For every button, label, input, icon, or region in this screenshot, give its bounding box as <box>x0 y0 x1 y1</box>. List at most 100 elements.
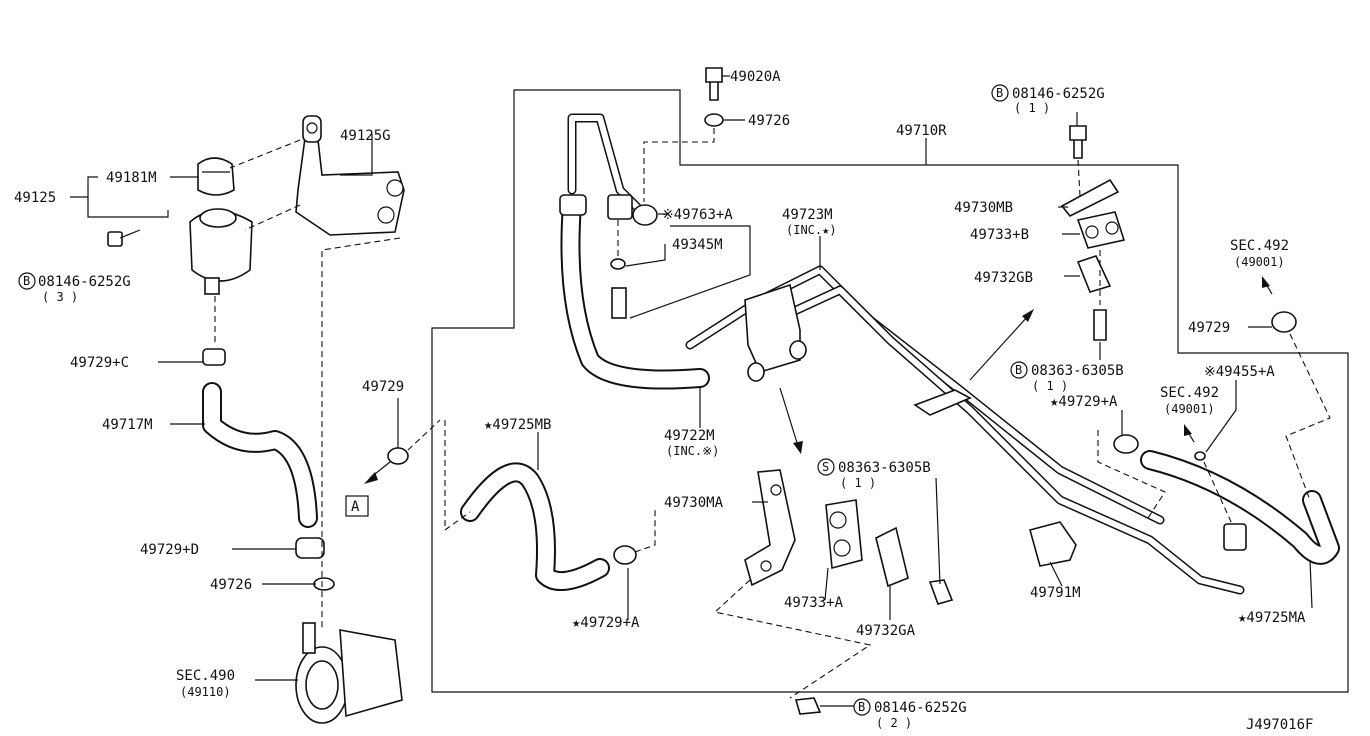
part-label-49730ma: 49730MA <box>664 495 724 511</box>
bolt-qty: ( 2 ) <box>876 716 912 730</box>
clip-icon <box>1113 434 1139 454</box>
o-ring-icon <box>610 258 626 270</box>
return-hose-ma <box>1140 450 1340 565</box>
circle-letter: B <box>23 274 30 288</box>
part-label-49730mb: 49730MB <box>954 200 1013 216</box>
hose-fitting <box>607 194 633 220</box>
clamp-hole <box>1105 221 1119 235</box>
part-label-49763a: ※49763+A <box>662 207 733 223</box>
arrow-line <box>779 387 799 447</box>
dash-bolt-bracket <box>1077 159 1081 197</box>
line-junction-block <box>744 283 807 382</box>
part-inc-49722m: (INC.※) <box>666 444 719 458</box>
bolt-label: 08146-6252G <box>38 274 131 290</box>
dash-clip-return <box>1285 333 1331 501</box>
section-sub: (49110) <box>180 685 231 699</box>
clip-icon <box>387 447 409 465</box>
bolt-label: 08363-6305B <box>1031 363 1124 379</box>
bolt-qty: ( 1 ) <box>840 476 876 490</box>
circle-letter: S <box>822 460 829 474</box>
reservoir-bracket <box>295 115 405 236</box>
bolt-qty: ( 3 ) <box>42 290 78 304</box>
section-label: SEC.492 <box>1230 238 1289 254</box>
diagram-id: J497016F <box>1246 717 1313 733</box>
dash-left-vertical <box>321 237 401 628</box>
part-label-49729c: 49729+C <box>70 355 129 371</box>
circle-letter: B <box>996 86 1003 100</box>
part-label-49726: 49726 <box>210 577 252 593</box>
part-label-49125g: 49125G <box>340 128 391 144</box>
arrow-head-icon <box>1262 276 1270 288</box>
bolt-icon <box>107 229 141 247</box>
circle-letter: B <box>858 700 865 714</box>
bracket-49730mb <box>1060 178 1120 218</box>
view-a-label: A <box>351 499 360 515</box>
part-label-49733b: 49733+B <box>970 227 1029 243</box>
part-label-49125: 49125 <box>14 190 56 206</box>
dash-bracket-bolt <box>713 579 872 699</box>
clamp-49791m <box>1029 521 1077 567</box>
part-label-49729a: ★49729+A <box>1050 394 1118 410</box>
part-label-49733a: 49733+A <box>784 595 844 611</box>
part-label-49729a: ★49729+A <box>572 615 640 631</box>
bolt-qty: ( 1 ) <box>1014 101 1050 115</box>
clamp-icon <box>295 537 325 559</box>
clamp-49733a <box>825 499 863 570</box>
suction-hose <box>202 382 318 528</box>
clamp-icon <box>202 348 226 366</box>
circle-b-icon <box>1010 361 1028 379</box>
arrow-head-icon <box>1022 309 1034 322</box>
dash-oring-fitting <box>1203 461 1233 525</box>
circle-b-icon <box>853 698 871 716</box>
circle-b-icon <box>991 84 1009 102</box>
part-label-49732ga: 49732GA <box>856 623 916 639</box>
bolt-icon <box>794 697 822 715</box>
part-label-49345m: 49345M <box>672 237 723 253</box>
dash-bracket-reservoir <box>229 139 301 231</box>
o-ring-icon <box>1194 451 1206 461</box>
clamp-hole <box>1085 225 1099 239</box>
reservoir-cap <box>197 157 235 196</box>
washer-icon <box>704 113 724 127</box>
bracket-49732gb <box>1076 255 1112 293</box>
clamp-49733b <box>1076 211 1126 249</box>
part-label-49723m: 49723M <box>782 207 833 223</box>
fitting-nut <box>632 204 658 226</box>
part-label-49725ma: ★49725MA <box>1238 610 1306 626</box>
hose-fitting <box>559 194 587 216</box>
pressure-hose <box>560 195 710 390</box>
part-inc-49723m: (INC.★) <box>786 223 837 237</box>
arrow-line <box>969 315 1029 381</box>
dash-bolt-fitting <box>643 128 715 202</box>
part-label-49710r: 49710R <box>896 123 947 139</box>
clip-icon <box>613 545 637 565</box>
arrow-head-icon <box>793 441 803 454</box>
bolt-qty: ( 1 ) <box>1032 379 1068 393</box>
circle-s-icon <box>817 458 835 476</box>
leader-lines <box>70 75 1313 707</box>
part-label-49732gb: 49732GB <box>974 270 1033 286</box>
assembly-boundary <box>431 89 1349 693</box>
steering-pump <box>295 622 403 724</box>
part-label-49729d: 49729+D <box>140 542 199 558</box>
part-label-49455a: ※49455+A <box>1204 364 1275 380</box>
bolt-icon <box>1069 125 1087 159</box>
view-a-box <box>345 495 369 517</box>
washer-icon <box>313 577 335 591</box>
dash-mb-clip <box>444 420 656 553</box>
section-label: SEC.492 <box>1160 385 1219 401</box>
section-sub: (49001) <box>1234 255 1285 269</box>
part-label-49726: 49726 <box>748 113 790 129</box>
bolt-label: 08363-6305B <box>838 460 931 476</box>
line-clamp-mid <box>913 389 972 416</box>
bolt-icon <box>928 579 954 605</box>
clip-icon <box>1271 311 1297 333</box>
part-label-49725mb: ★49725MB <box>484 417 551 433</box>
bolt-icon <box>1093 309 1107 341</box>
arrow-head-icon <box>364 472 378 484</box>
hose-fitting <box>1223 523 1247 551</box>
bracket-49730ma <box>744 469 796 587</box>
part-label-49020a: 49020A <box>730 69 781 85</box>
circle-b-icon <box>18 272 36 290</box>
